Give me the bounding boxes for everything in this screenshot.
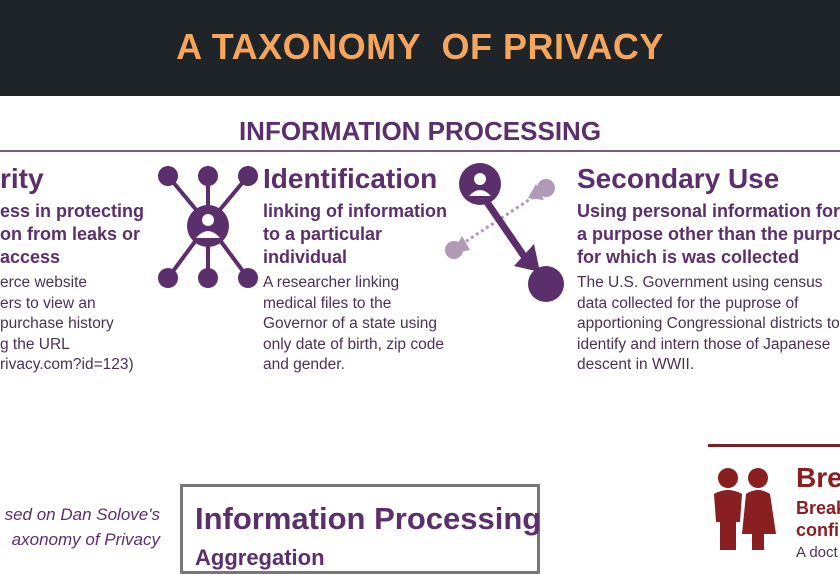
column-title: rity: [0, 163, 44, 194]
breach-example: A doct: [796, 544, 838, 561]
column-example: erce website ers to view an purchase his…: [0, 274, 134, 373]
breach-definition-line-2: confi: [796, 520, 839, 540]
column-definition: linking of information to a particular i…: [263, 201, 447, 267]
section-divider: [0, 150, 840, 152]
breach-definition-line-1: Break: [796, 498, 840, 518]
column-identification: Identification linking of information to…: [263, 164, 447, 376]
column-example: A researcher linking medical files to th…: [263, 274, 444, 373]
diverted-arrow-icon: [445, 163, 564, 302]
column-definition: Using personal information for a purpose…: [577, 201, 840, 267]
breach-divider: [708, 444, 840, 447]
credit-note: sed on Dan Solove's axonomy of Privacy: [4, 505, 160, 549]
box-title: Information Processing: [195, 501, 542, 536]
people-icon: [714, 468, 776, 550]
column-security: rity ess in protecting on from leaks or …: [0, 164, 144, 376]
box-subtitle: Aggregation: [195, 545, 325, 570]
page-title: A TAXONOMY OF PRIVACY: [176, 26, 664, 67]
header-bar: A TAXONOMY OF PRIVACY: [0, 0, 840, 96]
info-processing-box: Information Processing Aggregation: [180, 484, 542, 574]
network-person-icon: [158, 166, 258, 288]
section-title: INFORMATION PROCESSING: [238, 116, 602, 146]
column-secondary-use: Secondary Use Using personal information…: [577, 164, 840, 376]
breach-title: Brea: [796, 462, 840, 493]
column-title: Secondary Use: [577, 163, 780, 194]
column-example: The U.S. Government using census data co…: [577, 274, 840, 373]
column-definition: ess in protecting on from leaks or acces…: [0, 201, 145, 267]
column-title: Identification: [263, 163, 438, 194]
